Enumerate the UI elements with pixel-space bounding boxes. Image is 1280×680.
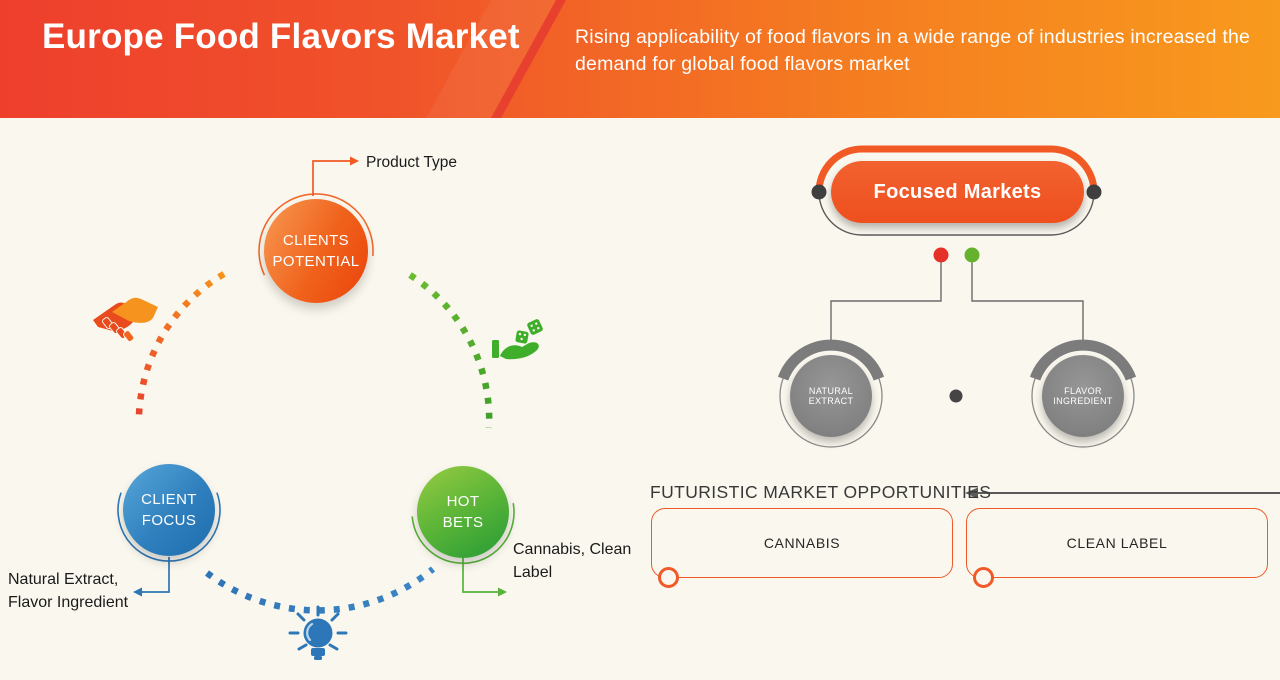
center-dot [949, 389, 963, 403]
circle-label-line: HOT [446, 493, 480, 510]
box-corner-ring-icon [658, 567, 679, 588]
dotted-arc-orange [135, 271, 226, 416]
hot-bets-note: Cannabis, Clean Label [513, 541, 632, 582]
node-flavor-ingredient: FLAVOR INGREDIENT [1042, 355, 1124, 437]
focused-markets-pill: Focused Markets [831, 161, 1084, 223]
circle-label-line: FOCUS [141, 512, 197, 529]
circle-label-line: POTENTIAL [272, 253, 360, 270]
branch-dot-red [933, 247, 949, 263]
arrow-right-icon [350, 156, 359, 166]
page-title: Europe Food Flavors Market [42, 17, 520, 56]
flavor-ingredient-thick-arc [1029, 339, 1137, 381]
header-banner: Europe Food Flavors Market Rising applic… [0, 0, 1280, 118]
circle-client-focus: CLIENT FOCUS [123, 464, 215, 556]
dotted-arc-blue [205, 566, 436, 614]
branch-line-right [971, 262, 1084, 342]
dice-hand-icon [492, 319, 543, 360]
dotted-arc-green [408, 272, 493, 429]
pill-ring-right-dot [1086, 184, 1102, 200]
hot-bets-ring-arc [411, 502, 515, 565]
page-subtitle: Rising applicability of food flavors in … [575, 26, 1251, 75]
pill-ring-left-dot [811, 184, 827, 200]
branch-line-left [830, 262, 942, 342]
hot-bets-connector [462, 558, 498, 593]
branch-dot-green [964, 247, 980, 263]
circle-label-line: CLIENTS [282, 232, 350, 249]
circle-label-line: CLIENT [141, 491, 197, 508]
pill-ring-top-arc [815, 145, 1098, 196]
product-type-connector [312, 160, 350, 196]
lightbulb-icon [288, 605, 348, 660]
client-focus-connector [142, 557, 170, 593]
handshake-icon [93, 297, 158, 343]
circle-clients-potential: CLIENTS POTENTIAL [264, 199, 368, 303]
natural-extract-thick-arc [777, 339, 885, 381]
opportunities-heading: FUTURISTIC MARKET OPPORTUNITIES [650, 482, 992, 502]
opportunity-box-cannabis: CANNABIS [651, 508, 953, 588]
client-focus-note: Natural Extract, Flavor Ingredient [8, 571, 129, 612]
arrow-left-icon [965, 487, 978, 499]
opportunity-box-clean-label: CLEAN LABEL [966, 508, 1268, 588]
node-natural-extract: NATURAL EXTRACT [790, 355, 872, 437]
product-type-label: Product Type [366, 154, 458, 171]
pill-ring-bottom-arc [818, 191, 1095, 236]
circle-label-line: BETS [442, 514, 484, 531]
clients-potential-ring-arc [258, 193, 374, 276]
circle-hot-bets: HOT BETS [417, 466, 509, 558]
arrow-right-icon [498, 587, 507, 597]
box-corner-ring-icon [973, 567, 994, 588]
arrow-left-icon [133, 587, 142, 597]
